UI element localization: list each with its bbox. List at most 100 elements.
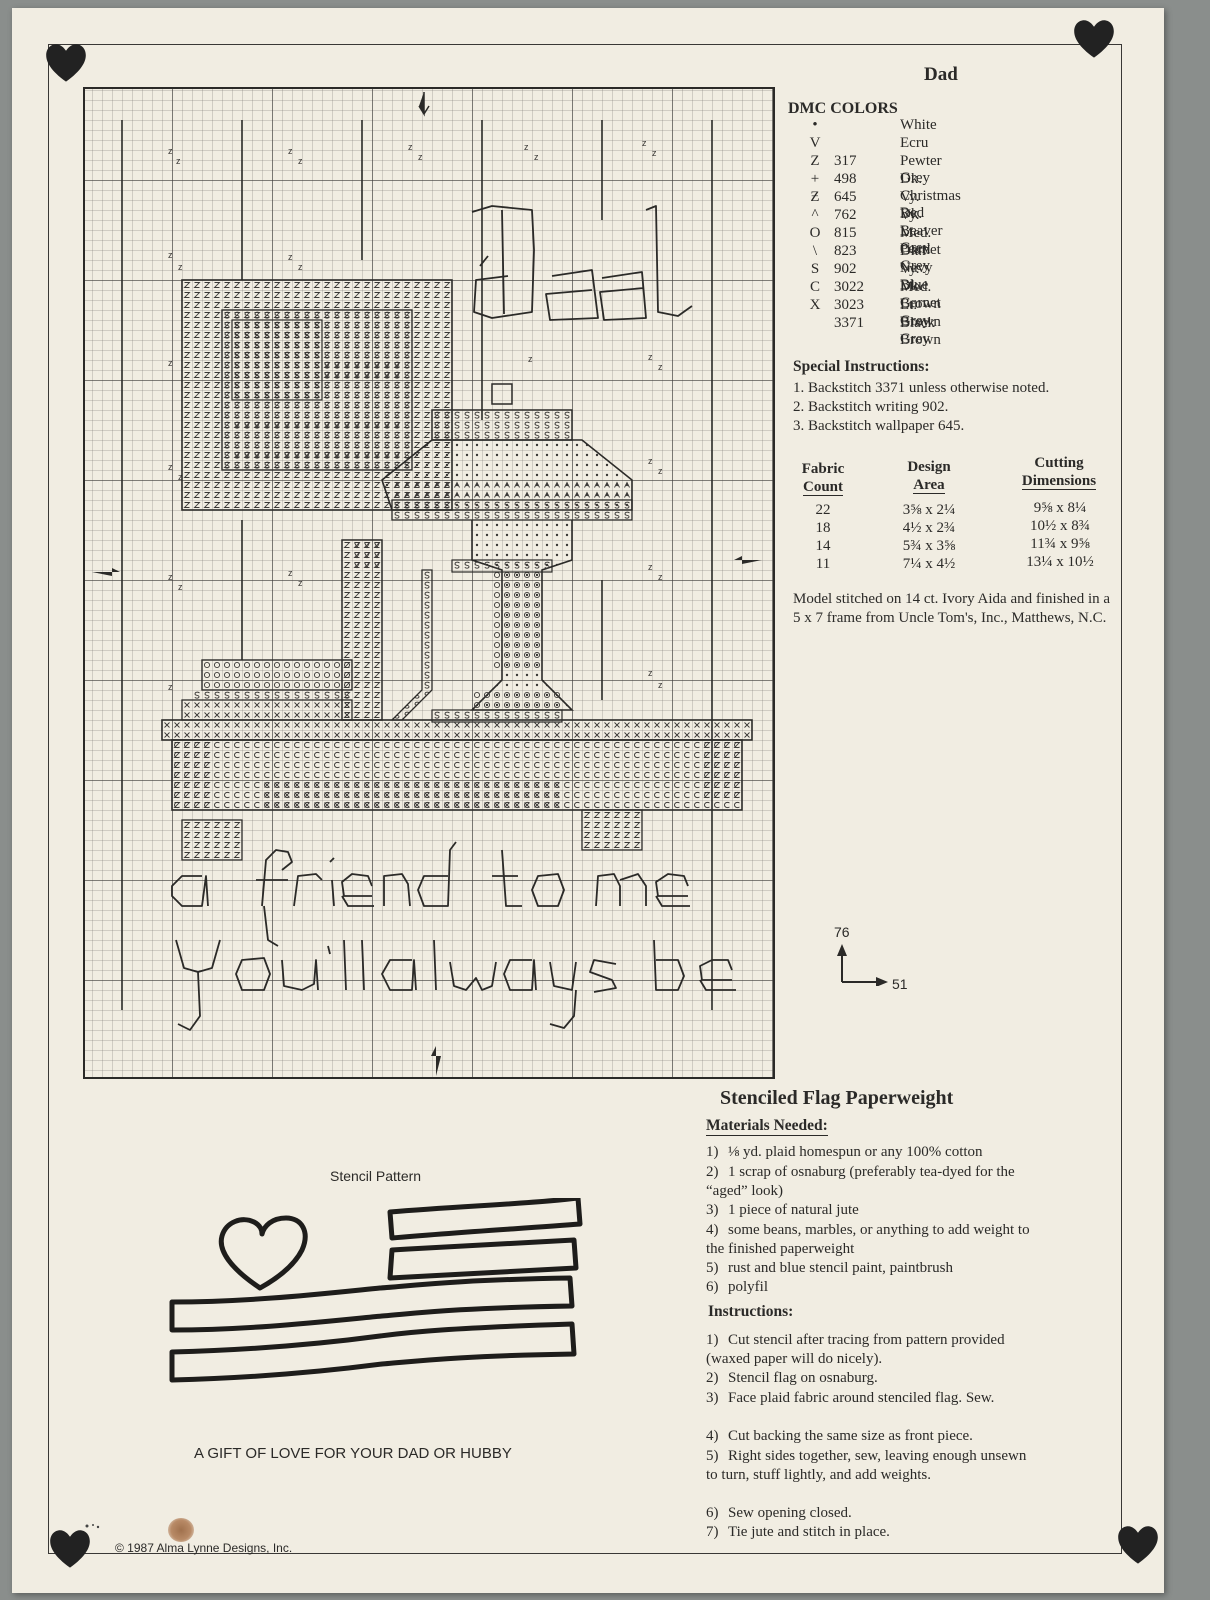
svg-text:z: z: [298, 156, 303, 166]
color-name: Vy. Dk. Garnet: [900, 261, 941, 311]
cross-stitch-chart: zz zz zz zz zz zz zz zzz z zz zz zz zz z…: [83, 87, 775, 1079]
color-name: Dk. Christmas Red: [900, 171, 961, 221]
stitch-count-indicator: 76 51: [832, 924, 932, 994]
dmc-number: 3371: [834, 315, 864, 331]
color-name: Med. Brown Grey: [900, 279, 941, 329]
svg-text:z: z: [288, 568, 293, 578]
svg-text:z: z: [176, 156, 181, 166]
svg-text:z: z: [658, 680, 663, 690]
dmc-number: 762: [834, 207, 857, 223]
instruction-step: 5)Right sides together, sew, leaving eno…: [706, 1448, 1027, 1483]
direction-arrows-icon: [837, 944, 888, 986]
dmc-number: 3022: [834, 279, 864, 295]
svg-text:z: z: [658, 572, 663, 582]
color-name: Dk. Navy Blue: [900, 243, 933, 293]
svg-text:z: z: [648, 352, 653, 362]
svg-text:z: z: [168, 250, 173, 260]
materials-item: 2)1 scrap of osnaburg (preferably tea-dy…: [706, 1164, 1015, 1199]
table-cell: 13¼ x 10½: [1026, 554, 1094, 570]
dmc-colors-heading: DMC COLORS: [788, 100, 898, 117]
instruction-step: 3)Face plaid fabric around stenciled fla…: [706, 1390, 995, 1406]
color-name: Vy. Lt. Pearl Grey: [900, 207, 931, 274]
stitch-symbol: S: [810, 261, 820, 277]
instruction-step: 7)Tie jute and stitch in place.: [706, 1524, 890, 1540]
ink-speck: [85, 1524, 100, 1529]
dmc-number: 645: [834, 189, 857, 205]
svg-text:z: z: [178, 262, 183, 272]
color-name: Lt. Brown Grey: [900, 297, 941, 347]
svg-text:z: z: [288, 146, 293, 156]
table-cell: 22: [815, 502, 831, 518]
special-instructions-heading: Special Instructions:: [793, 358, 930, 375]
svg-text:z: z: [648, 668, 653, 678]
materials-item: 4)some beans, marbles, or anything to ad…: [706, 1222, 1030, 1257]
table-cell: 9⅝ x 8¼: [1033, 500, 1087, 516]
svg-text:z: z: [168, 358, 173, 368]
stitch-symbol: ^: [811, 207, 819, 223]
materials-item: 6)polyfil: [706, 1279, 768, 1295]
color-name: Med. Garnet: [900, 225, 941, 258]
svg-text:z: z: [648, 456, 653, 466]
svg-text:z: z: [658, 362, 663, 372]
instruction-step: 1)Cut stencil after tracing from pattern…: [706, 1332, 1005, 1367]
table-cell: 7¼ x 4½: [902, 556, 956, 572]
color-name: Black Brown: [900, 315, 941, 348]
paper-stain: [168, 1518, 194, 1542]
dmc-number: 902: [834, 261, 857, 277]
table-cell: 4½ x 2¾: [902, 520, 956, 536]
materials-item: 1)⅛ yd. plaid homespun or any 100% cotto…: [706, 1144, 983, 1160]
special-instruction: 1. Backstitch 3371 unless otherwise note…: [793, 380, 1050, 396]
flag-stencil-drawing: [169, 1198, 583, 1383]
table-cell: 18: [815, 520, 831, 536]
svg-text:z: z: [528, 354, 533, 364]
page-border: [48, 44, 1122, 1554]
heart-corner-icon: [1116, 1524, 1160, 1568]
copyright: © 1987 Alma Lynne Designs, Inc.: [115, 1541, 293, 1555]
stitch-height: 76: [834, 924, 850, 940]
stitch-width: 51: [892, 976, 908, 992]
instruction-step: 4)Cut backing the same size as front pie…: [706, 1428, 973, 1444]
svg-text:z: z: [642, 138, 647, 148]
table-cell: 11: [815, 556, 831, 572]
special-instruction: 3. Backstitch wallpaper 645.: [793, 418, 965, 434]
table-cell: 10½ x 8¾: [1030, 518, 1090, 534]
svg-text:z: z: [168, 572, 173, 582]
heart-corner-icon: [48, 1528, 92, 1572]
stitch-symbol: C: [809, 279, 820, 295]
materials-item: 3)1 piece of natural jute: [706, 1202, 859, 1218]
model-note: Model stitched on 14 ct. Ivory Aida and …: [793, 591, 1111, 626]
stitch-symbol: Z: [810, 153, 820, 169]
svg-text:z: z: [658, 466, 663, 476]
materials-heading: Materials Needed:: [706, 1117, 828, 1136]
color-name: Pewter Grey: [900, 153, 942, 186]
table-cell: 5¾ x 3⅝: [902, 538, 956, 554]
instructions-heading: Instructions:: [708, 1303, 794, 1320]
svg-text:z: z: [408, 142, 413, 152]
svg-text:z: z: [652, 148, 657, 158]
svg-text:z: z: [288, 252, 293, 262]
svg-text:z: z: [298, 262, 303, 272]
instruction-step: 6)Sew opening closed.: [706, 1505, 852, 1521]
stitch-symbol: X: [809, 297, 821, 313]
svg-text:z: z: [648, 562, 653, 572]
svg-text:z: z: [418, 152, 423, 162]
stitch-symbol: +: [810, 171, 820, 187]
svg-text:z: z: [178, 472, 183, 482]
svg-text:z: z: [168, 682, 173, 692]
table-cell: 14: [815, 538, 831, 554]
heart-corner-icon: [1072, 18, 1116, 62]
stitch-symbol: Ƶ: [810, 189, 820, 205]
dmc-number: 317: [834, 153, 857, 169]
stitch-symbol: V: [809, 135, 821, 151]
color-name: White: [900, 117, 937, 133]
dmc-number: 815: [834, 225, 857, 241]
table-cell: 11¾ x 9⅝: [1030, 536, 1090, 552]
flag-section-title: Stenciled Flag Paperweight: [720, 1087, 954, 1109]
stencil-pattern-label: Stencil Pattern: [330, 1168, 422, 1184]
pattern-title: Dad: [924, 64, 958, 85]
svg-text:z: z: [168, 146, 173, 156]
stitch-symbol: O: [809, 225, 821, 241]
color-name: Vy. Dk. Beaver Grey: [900, 189, 943, 256]
